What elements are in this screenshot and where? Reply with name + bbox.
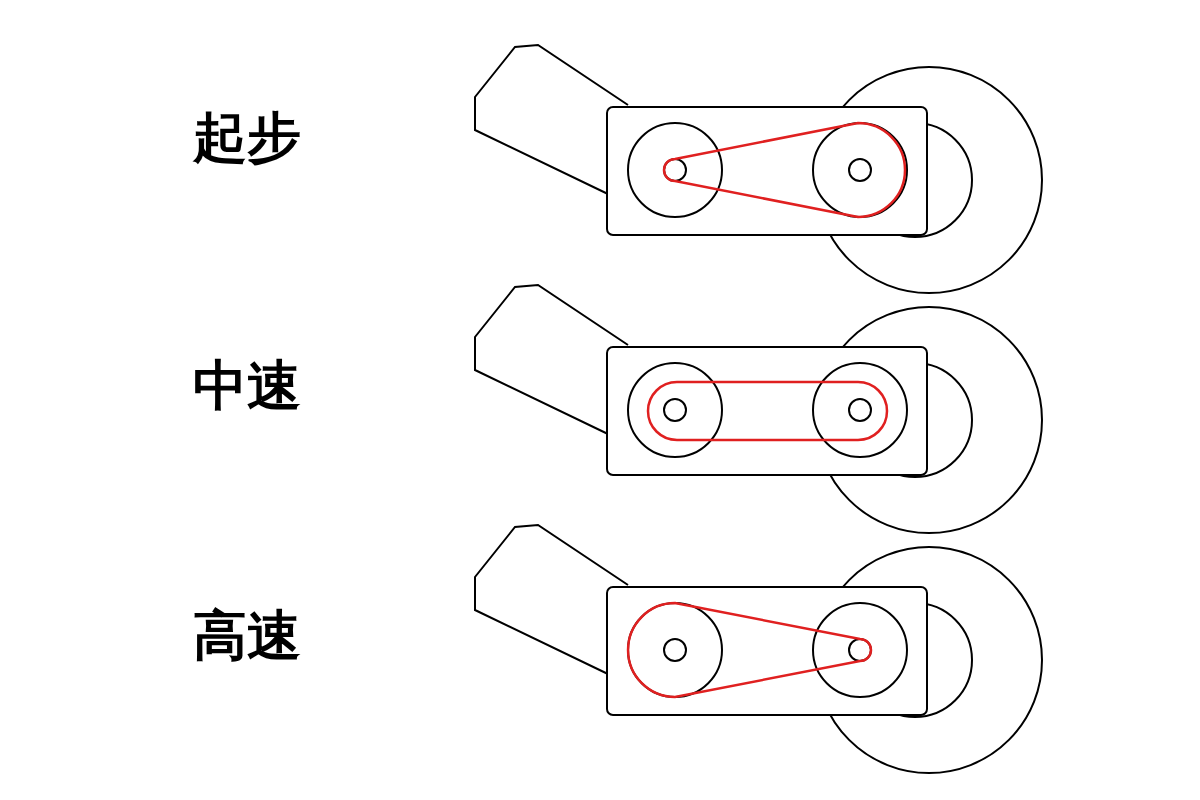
drive-unit <box>475 525 1042 773</box>
speed-label: 高速 <box>193 608 301 664</box>
belt <box>648 382 887 440</box>
speed-label: 中速 <box>193 358 301 414</box>
belt <box>664 123 905 217</box>
drive-unit <box>475 285 1042 533</box>
belt <box>628 603 871 697</box>
speed-label: 起步 <box>193 110 301 166</box>
drive-unit <box>475 45 1042 293</box>
